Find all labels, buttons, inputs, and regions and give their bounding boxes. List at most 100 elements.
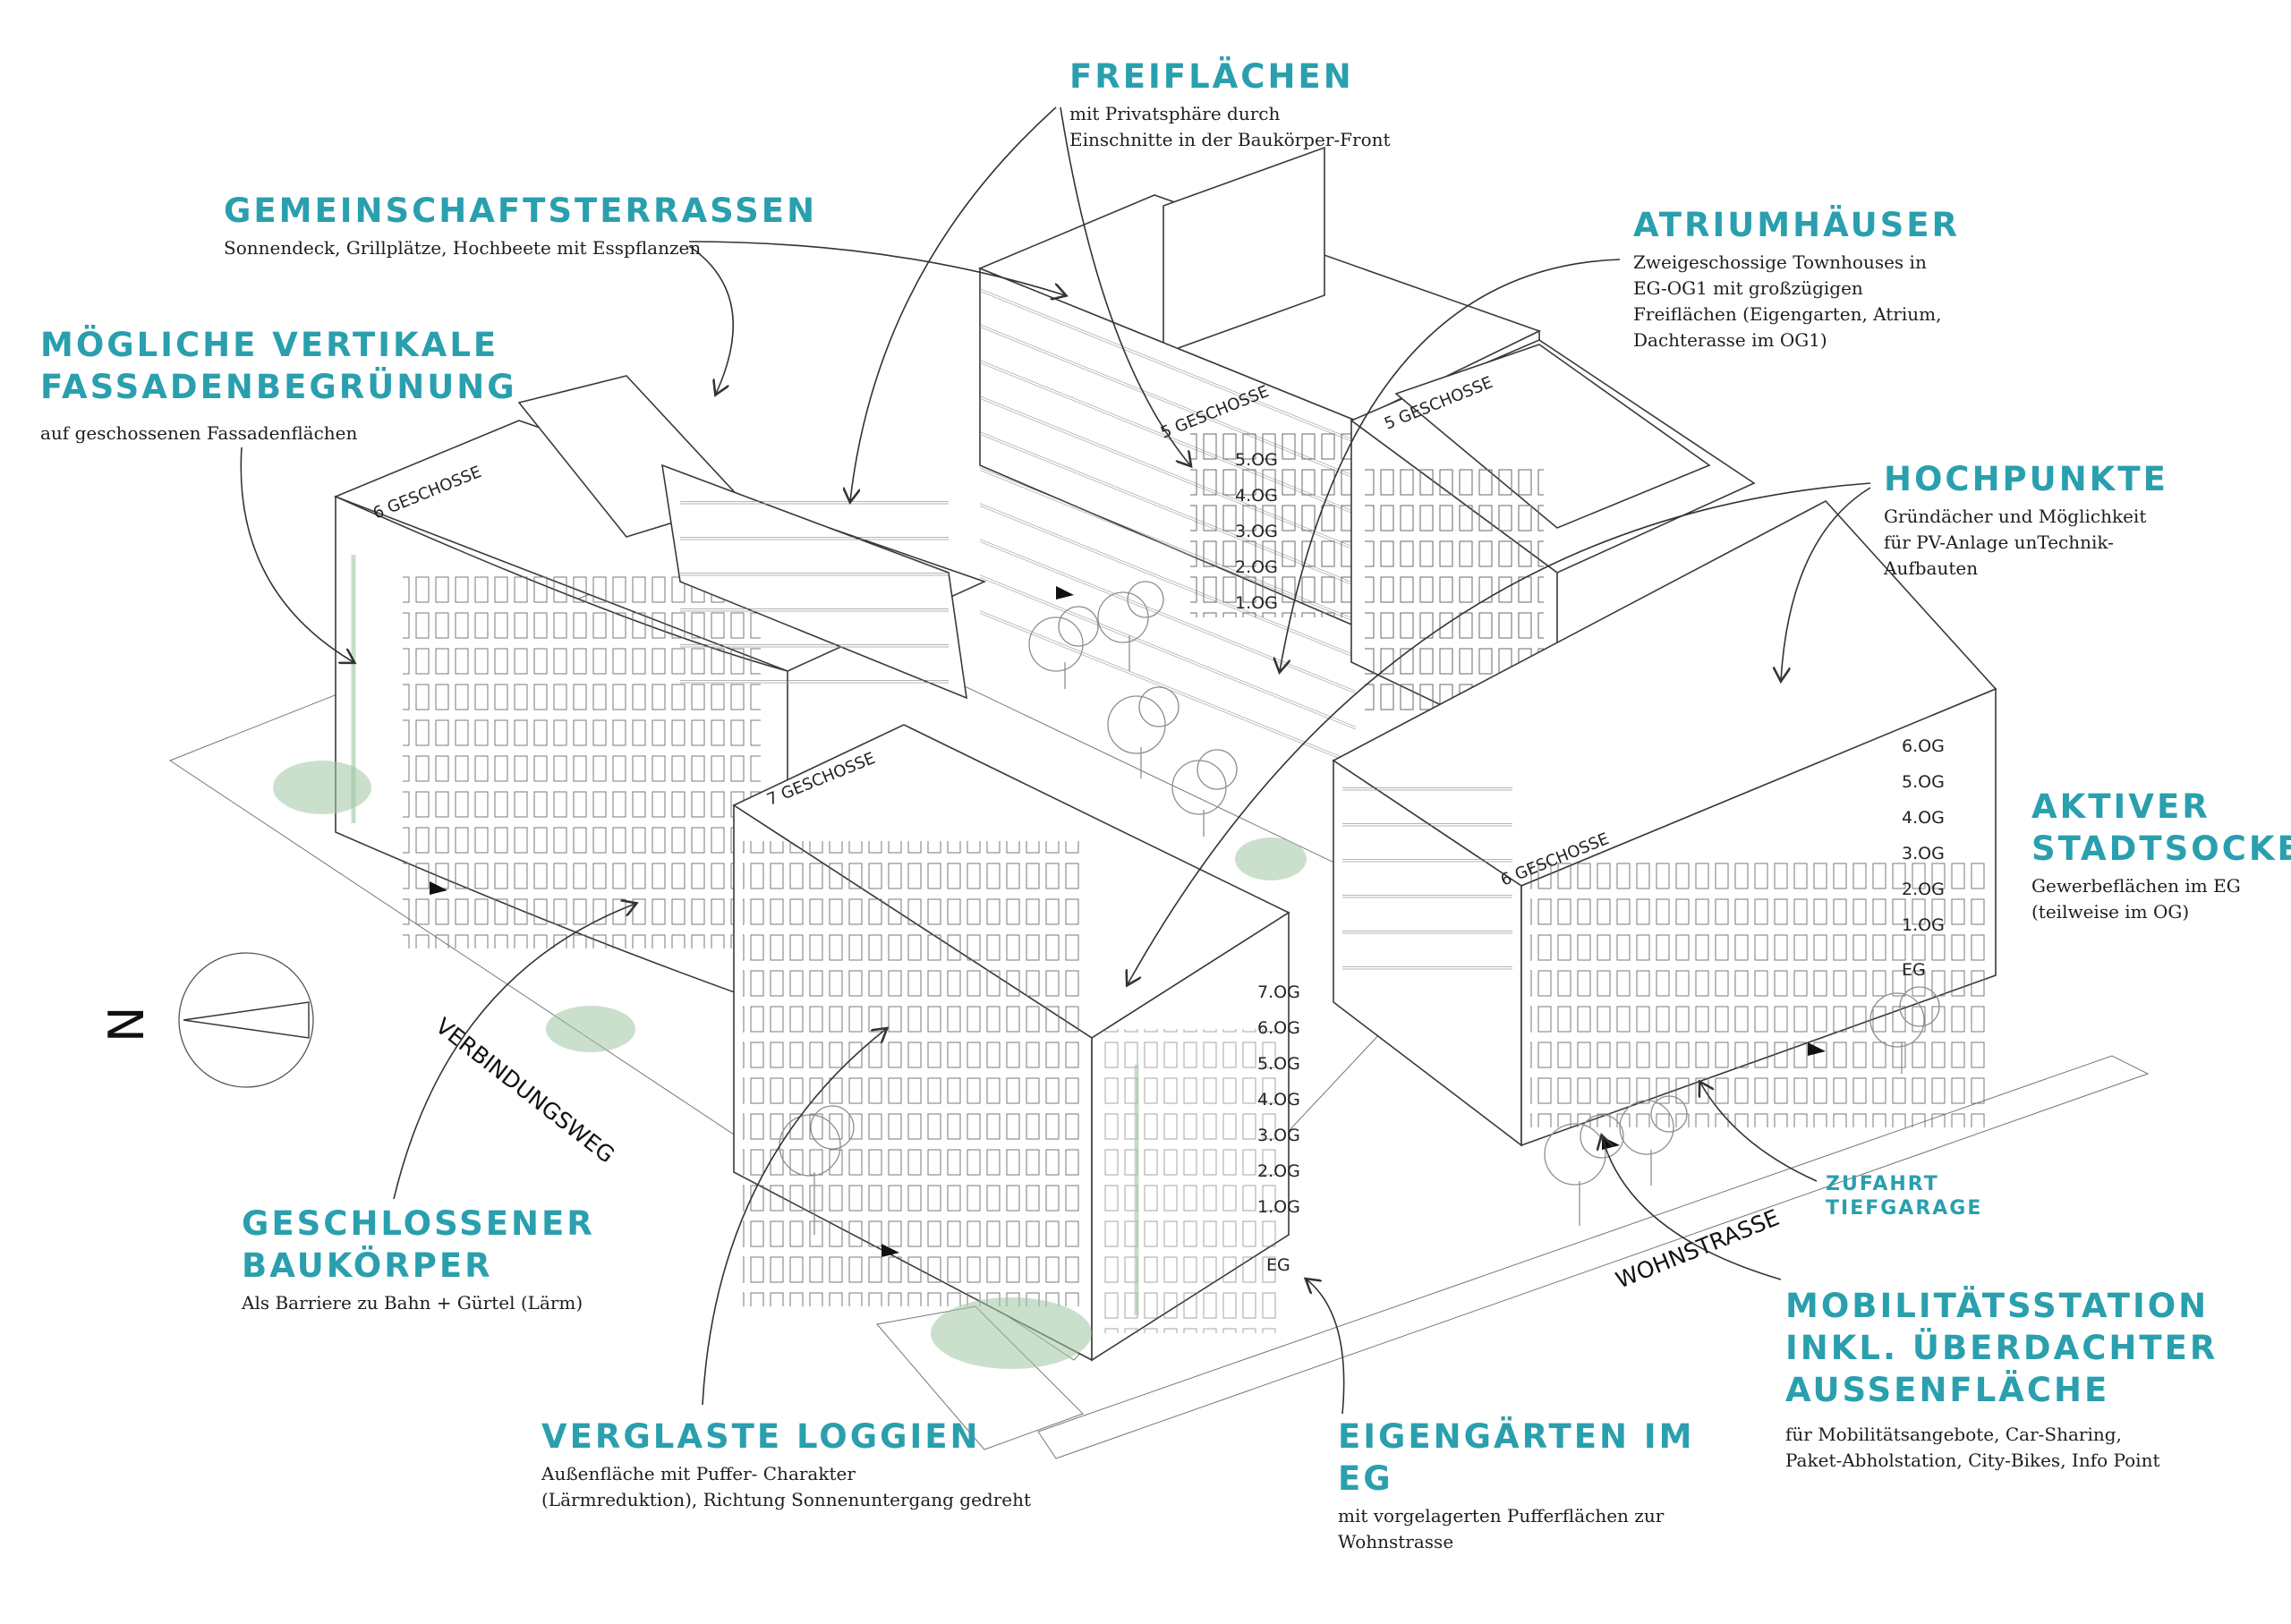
annotation-freiflaechen: FREIFLÄCHEN mit Privatsphäre durch Einsc…: [1069, 55, 1445, 153]
annotation-hochpunkte: HOCHPUNKTE Gründächer und Möglichkeit fü…: [1884, 458, 2224, 582]
entrance-marker: [1808, 1042, 1826, 1056]
floor-label: 1.OG: [1235, 593, 1278, 613]
annotation-line: für Mobilitätsangebote, Car-Sharing,: [1785, 1424, 2122, 1445]
annotation-line: Freiflächen (Eigengarten, Atrium,: [1633, 303, 1942, 325]
street-wohnstrasse: WOHNSTRASSE: [1612, 1204, 1783, 1294]
floor-label: 1.OG: [1257, 1197, 1300, 1217]
arrow-hochpunkte: [1128, 482, 1871, 984]
floor-label: 5.OG: [1257, 1054, 1300, 1074]
north-arrow: N: [98, 952, 314, 1088]
building-6-geschosse-left: [333, 375, 987, 1013]
floor-label: 4.OG: [1902, 808, 1945, 828]
building-7-geschosse: [732, 724, 1290, 1362]
annotation-text: auf geschossenen Fassadenflächen: [40, 421, 541, 446]
annotation-title: VERGLASTE LOGGIEN: [541, 1417, 981, 1456]
annotation-line: EG-OG1 mit großzügigen: [1633, 277, 1863, 299]
floor-label: 4.OG: [1257, 1090, 1300, 1110]
annotation-line: Gründächer und Möglichkeit: [1884, 506, 2147, 527]
floor-label: 4.OG: [1235, 486, 1278, 506]
annotation-line: Paket-Abholstation, City-Bikes, Info Poi…: [1785, 1450, 2160, 1471]
annotation-title: AUSSENFLÄCHE: [1785, 1371, 2110, 1409]
annotation-line: Gewerbeflächen im EG: [2031, 875, 2241, 897]
annotation-title: ATRIUMHÄUSER: [1633, 206, 1961, 244]
tree: [1097, 581, 1164, 671]
annotation-line: Aufbauten: [1884, 557, 1979, 579]
north-label: N: [98, 1007, 155, 1042]
tree: [1544, 1114, 1624, 1226]
annotation-line: Dachterasse im OG1): [1633, 329, 1827, 351]
annotation-line: mit Privatsphäre durch: [1069, 103, 1281, 124]
floor-label: 5.OG: [1235, 450, 1278, 470]
annotation-line: (Lärmreduktion), Richtung Sonnenuntergan…: [541, 1489, 1032, 1510]
tree: [1171, 749, 1238, 837]
annotation-text: Außenfläche mit Puffer- Charakter (Lärmr…: [541, 1461, 1114, 1513]
arrow-loggien: [702, 1029, 886, 1406]
annotation-text: Gründächer und Möglichkeit für PV-Anlage…: [1884, 504, 2224, 582]
floor-label: 2.OG: [1235, 557, 1278, 577]
annotation-title: FASSADENBEGRÜNUNG: [40, 368, 517, 406]
annotation-line: Als Barriere zu Bahn + Gürtel (Lärm): [242, 1292, 583, 1314]
arrow-eigengaerten: [1307, 1280, 1345, 1415]
floor-label: 6.OG: [1257, 1018, 1300, 1038]
annotation-title: INKL. ÜBERDACHTER: [1785, 1329, 2219, 1367]
arrow-mobilitaet: [1602, 1136, 1782, 1280]
entrance-marker: [1056, 586, 1074, 599]
floor-label: 3.OG: [1902, 844, 1945, 863]
annotation-line: Zweigeschossige Townhouses in: [1633, 251, 1927, 273]
floor-labels-6: 6.OG 5.OG 4.OG 3.OG 2.OG 1.OG EG: [1902, 736, 1945, 980]
annotation-tiefgarage: ZUFAHRT TIEFGARAGE: [1826, 1172, 2040, 1220]
floor-label: 7.OG: [1257, 982, 1300, 1002]
annotation-title: HOCHPUNKTE: [1884, 460, 2168, 498]
entrance-marker: [881, 1244, 899, 1257]
annotation-text: Als Barriere zu Bahn + Gürtel (Lärm): [242, 1290, 617, 1316]
annotation-title: MOBILITÄTSSTATION: [1785, 1287, 2210, 1325]
floor-label: 2.OG: [1902, 880, 1945, 899]
annotation-line: Einschnitte in der Baukörper-Front: [1069, 129, 1391, 150]
annotation-title: TIEFGARAGE: [1826, 1197, 1983, 1220]
annotation-arrows: [240, 106, 1871, 1415]
annotation-text: mit vorgelagerten Pufferflächen zur Wohn…: [1338, 1503, 1750, 1555]
annotation-fassadenbegruenung: MÖGLICHE VERTIKALE FASSADENBEGRÜNUNG auf…: [40, 324, 541, 446]
annotation-text: Sonnendeck, Grillplätze, Hochbeete mit E…: [224, 235, 779, 261]
annotation-title: BAUKÖRPER: [242, 1246, 493, 1285]
greenery: [273, 555, 1307, 1369]
annotation-text: Gewerbeflächen im EG (teilweise im OG): [2031, 873, 2287, 925]
annotation-title: EIGENGÄRTEN IM EG: [1338, 1417, 1695, 1498]
annotation-line: Wohnstrasse: [1338, 1531, 1454, 1552]
annotation-stadtsockel: AKTIVER STADTSOCKEL Gewerbeflächen im EG…: [2031, 786, 2291, 925]
annotation-text: für Mobilitätsangebote, Car-Sharing, Pak…: [1785, 1422, 2233, 1474]
trees: [779, 581, 1940, 1235]
annotation-title: ZUFAHRT: [1826, 1173, 1939, 1195]
annotation-gemeinschaftsterrassen: GEMEINSCHAFTSTERRASSEN Sonnendeck, Grill…: [224, 190, 818, 261]
annotation-title: GEMEINSCHAFTSTERRASSEN: [224, 191, 818, 230]
tree: [1869, 986, 1940, 1074]
arrow-freiflaechen-2: [1060, 106, 1190, 465]
floor-label: 2.OG: [1257, 1161, 1300, 1181]
annotation-text: mit Privatsphäre durch Einschnitte in de…: [1069, 101, 1445, 153]
annotation-title: FREIFLÄCHEN: [1069, 57, 1354, 96]
floor-label: 6.OG: [1902, 736, 1945, 756]
floor-label: 3.OG: [1235, 522, 1278, 541]
floor-label: EG: [1902, 960, 1926, 980]
annotation-atriumhaeuser: ATRIUMHÄUSER Zweigeschossige Townhouses …: [1633, 204, 1973, 353]
arrow-gemeinschaftsterrassen-2: [688, 245, 734, 394]
floor-label: 1.OG: [1902, 915, 1945, 935]
annotation-eigengaerten: EIGENGÄRTEN IM EG mit vorgelagerten Puff…: [1338, 1416, 1750, 1555]
tree: [1619, 1095, 1688, 1186]
floor-label: 5.OG: [1902, 772, 1945, 792]
annotation-line: auf geschossenen Fassadenflächen: [40, 422, 358, 444]
annotation-title: STADTSOCKEL: [2031, 829, 2291, 868]
arrow-gemeinschaftsterrassen: [688, 241, 1065, 295]
annotation-baukoerper: GESCHLOSSENER BAUKÖRPER Als Barriere zu …: [242, 1203, 617, 1316]
building-6-geschosse-right: [1332, 500, 1997, 1147]
annotation-title: GESCHLOSSENER: [242, 1204, 595, 1243]
floor-labels-5: 5.OG 4.OG 3.OG 2.OG 1.OG: [1235, 450, 1278, 613]
tree: [1107, 686, 1180, 778]
tree: [1028, 606, 1099, 689]
annotation-mobilitaet: MOBILITÄTSSTATION INKL. ÜBERDACHTER AUSS…: [1785, 1285, 2233, 1474]
annotation-title: MÖGLICHE VERTIKALE: [40, 326, 499, 364]
annotation-line: Sonnendeck, Grillplätze, Hochbeete mit E…: [224, 237, 702, 259]
annotation-text: Zweigeschossige Townhouses in EG-OG1 mit…: [1633, 250, 1973, 353]
arrow-freiflaechen: [850, 106, 1057, 501]
